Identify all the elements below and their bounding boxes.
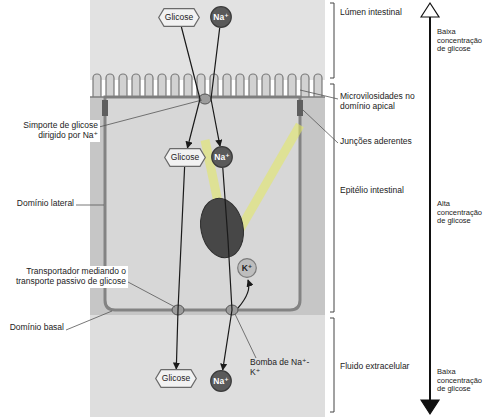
circle-shape: [211, 7, 232, 28]
ion-circle: Na⁺: [210, 370, 232, 392]
transport-arrow: [181, 27, 200, 148]
circle-shape: [212, 147, 233, 168]
annotation-label: Domínio basal: [4, 322, 66, 334]
ion-circle: Na⁺: [211, 146, 233, 168]
annotation-label: Transportador mediando o transporte pass…: [4, 266, 128, 288]
annotation-label: Lúmen intestinal: [340, 8, 424, 18]
leader-line: [303, 110, 338, 143]
leader-line: [76, 205, 104, 206]
annotation-label: Epitélio intestinal: [340, 186, 424, 196]
glucose-hexagon: Glicose: [164, 148, 206, 167]
leader-line: [128, 282, 175, 307]
node-text: Na⁺: [213, 13, 228, 22]
region-bracket: [330, 318, 334, 412]
circle-shape: [211, 371, 232, 392]
transport-arrow: [223, 168, 232, 370]
transport-arrow: [176, 167, 184, 369]
sodium-potassium-pump: [226, 305, 238, 315]
annotation-label: Simporte de glicose dirigido por Na⁺: [4, 120, 100, 142]
annotation-label: Domínio lateral: [4, 198, 76, 210]
extracellular-area: [90, 315, 325, 417]
annotation-label: Junções aderentes: [340, 137, 424, 147]
adherens-junction: [102, 100, 108, 116]
node-text: Glicose: [165, 13, 193, 22]
hexagon-shape: [165, 149, 206, 167]
node-text: Na⁺: [214, 153, 229, 162]
adherens-junction: [297, 100, 303, 116]
node-text: Glicose: [171, 153, 199, 162]
gradient-arrow-head: [421, 400, 439, 414]
glucose-hexagon: Glicose: [155, 369, 197, 388]
annotation-label: Microvilosidades no domínio apical: [340, 92, 424, 112]
hexagon-shape: [159, 9, 200, 27]
leader-line: [235, 314, 256, 358]
ion-circle: K⁺: [237, 258, 257, 278]
circle-shape: [238, 259, 257, 278]
node-text: Na⁺: [213, 377, 228, 386]
gradient-arrow-head: [421, 3, 439, 17]
potassium-arrow: [238, 280, 249, 308]
lumen-area: [90, 0, 325, 80]
symporter: [199, 94, 211, 104]
node-text: K⁺: [242, 264, 253, 273]
transport-arrow: [211, 28, 220, 146]
gradient-arrow-shaft: [429, 16, 431, 402]
annotation-label: Baixa concentração de glicose: [437, 28, 483, 54]
epithelial-cell: [105, 97, 300, 310]
glucose-hexagon: Glicose: [158, 8, 200, 27]
nucleus: [195, 194, 249, 261]
node-text: Glicose: [162, 374, 190, 383]
region-bracket: [330, 84, 334, 312]
annotation-label: Bomba de Na⁺-K⁺: [250, 358, 310, 378]
leader-line: [99, 100, 202, 127]
ion-circle: Na⁺: [210, 6, 232, 28]
leader-line: [66, 311, 112, 330]
annotation-label: Fluido extracelular: [340, 362, 424, 372]
leader-line: [300, 90, 338, 99]
region-bracket: [330, 3, 334, 78]
hexagon-shape: [156, 370, 197, 388]
annotation-label: Alta concentração de glicose: [437, 200, 483, 226]
annotation-label: Baixa concentração de glicose: [437, 368, 483, 394]
